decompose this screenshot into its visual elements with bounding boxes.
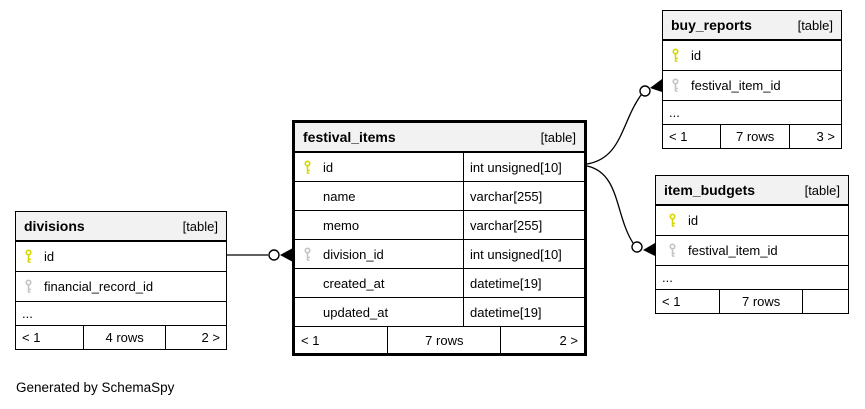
table-row: memo varchar[255] [295,211,584,240]
column-name: festival_item_id [691,78,781,93]
generator-note: Generated by SchemaSpy [16,380,175,395]
primary-key-icon [668,213,686,228]
column-name: id [691,48,702,63]
column-type: datetime[19] [463,298,584,326]
pager-row-count: 7 rows [719,125,789,148]
column-type: datetime[19] [463,269,584,297]
table-name[interactable]: divisions [24,218,85,234]
edge-odot-festival-items [268,249,280,261]
edge-arrow-item-budgets [643,243,655,256]
column-type: varchar[255] [463,182,584,210]
pager-row-count: 7 rows [387,327,500,353]
table-node-festival-items[interactable]: festival_items [table] id int unsigned[1… [292,120,587,356]
table-row: created_at datetime[19] [295,269,584,298]
pager-row-count: 4 rows [83,326,165,349]
column-name: name [323,188,356,204]
column-name: created_at [323,275,385,291]
hidden-columns-ellipsis: ... [663,101,841,125]
table-node-divisions[interactable]: divisions [table] id financial_record_id [15,211,227,350]
table-header: item_budgets [table] [656,176,848,206]
pager-next[interactable]: 3 > [789,125,841,148]
column-name: memo [323,217,360,233]
primary-key-icon [303,159,321,175]
edge-odot-buy-reports [639,85,651,97]
primary-key-icon [671,48,689,63]
table-node-buy-reports[interactable]: buy_reports [table] id festival_item_id [662,10,842,149]
column-type: varchar[255] [463,211,584,239]
table-row: division_id int unsigned[10] [295,240,584,269]
table-header: buy_reports [table] [663,11,841,41]
column-name: id [688,213,699,228]
table-row: updated_at datetime[19] [295,298,584,327]
pager-next[interactable]: 2 > [165,326,226,349]
column-type: int unsigned[10] [463,240,584,268]
table-name[interactable]: item_budgets [664,182,756,198]
table-header: divisions [table] [16,212,226,242]
pager-prev[interactable]: < 1 [669,129,688,144]
table-row: festival_item_id [663,71,841,101]
table-type-badge: [table] [804,182,840,198]
table-node-item-budgets[interactable]: item_budgets [table] id festival_item_id [655,175,849,314]
edge-arrow-buy-reports [650,79,662,92]
pager-prev[interactable]: < 1 [301,332,320,348]
foreign-key-icon [668,243,686,258]
edge-arrow-festival-items [280,248,292,262]
edge-odot-item-budgets [631,241,643,253]
pager-prev[interactable]: < 1 [22,330,41,345]
table-type-badge: [table] [797,17,833,33]
table-row: id [656,206,848,236]
table-name[interactable]: festival_items [303,129,396,145]
table-row: id [16,242,226,272]
table-type-badge: [table] [182,218,218,234]
edge-festival-items-to-buy-reports [586,94,642,165]
table-row: id [663,41,841,71]
foreign-key-icon [24,279,42,294]
column-name: updated_at [323,304,389,320]
pager-next[interactable] [801,290,848,313]
pager-row-count: 7 rows [719,290,802,313]
table-pager: < 1 7 rows 2 > [295,327,584,353]
hidden-columns-ellipsis: ... [656,266,848,290]
table-type-badge: [table] [540,129,576,145]
column-name: financial_record_id [44,279,154,294]
hidden-columns-ellipsis: ... [16,302,226,326]
column-name: id [323,159,334,175]
table-pager: < 1 7 rows 3 > [663,125,841,148]
table-pager: < 1 4 rows 2 > [16,326,226,349]
table-pager: < 1 7 rows [656,290,848,313]
edge-festival-items-to-item-budgets [586,165,634,244]
foreign-key-icon [671,78,689,93]
pager-next[interactable]: 2 > [500,327,584,353]
column-name: id [44,249,55,264]
column-name: division_id [323,246,384,262]
table-row: financial_record_id [16,272,226,302]
pager-prev[interactable]: < 1 [662,294,681,309]
column-name: festival_item_id [688,243,778,258]
table-row: id int unsigned[10] [295,153,584,182]
column-type: int unsigned[10] [463,153,584,181]
table-header: festival_items [table] [295,123,584,153]
table-name[interactable]: buy_reports [671,17,752,33]
table-row: festival_item_id [656,236,848,266]
table-row: name varchar[255] [295,182,584,211]
primary-key-icon [24,249,42,264]
foreign-key-icon [303,246,321,262]
